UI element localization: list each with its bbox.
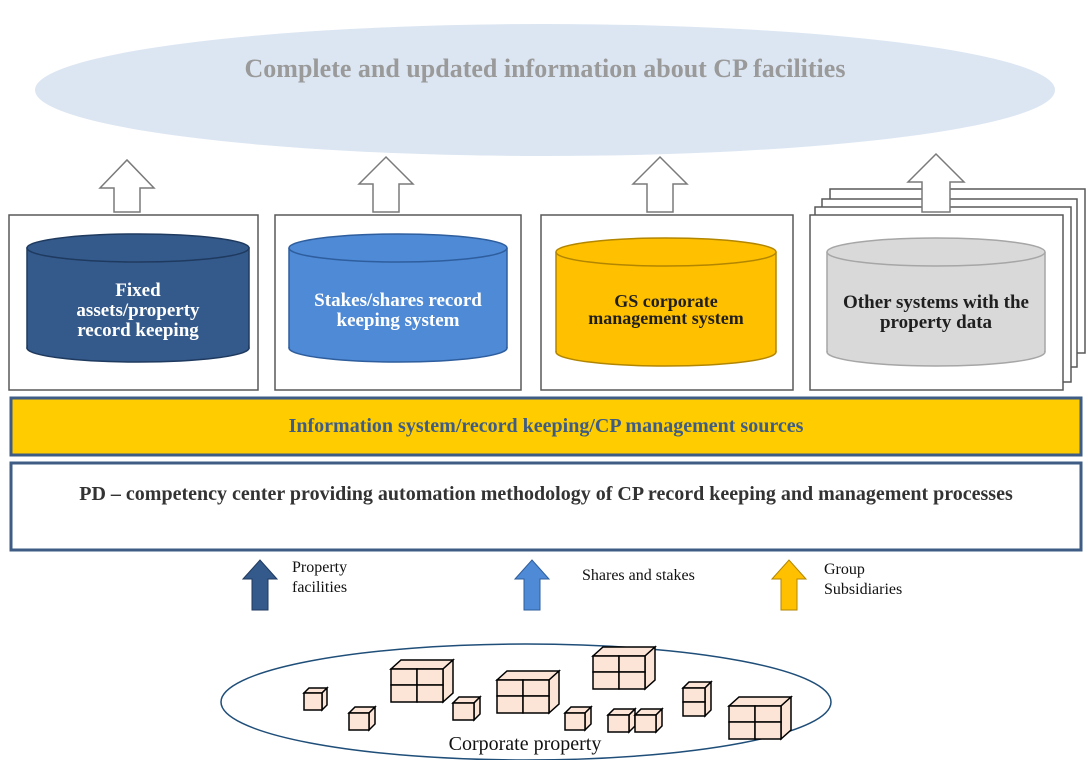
corporate-property-label: Corporate property [448,733,602,755]
database-cylinder-icon [555,237,777,367]
up-arrow-icon [98,158,156,213]
system-label-gs-corporate: GS corporate management system [588,291,744,328]
system-label-stakes-shares: Stakes/shares record keeping system [314,290,482,331]
pd-bar [9,461,1083,552]
property-cube-stack-icon [389,658,455,704]
pd-bar-label: PD – competency center providing automat… [79,483,1013,505]
up-arrow-icon [357,155,415,213]
flow-arrow-icon [241,559,279,611]
property-cube-icon [302,680,713,734]
flow-label-shares-stakes: Shares and stakes [582,567,695,584]
flow-arrow-icon [513,559,551,611]
property-cube-stack-icon [727,695,793,741]
sources-bar-label: Information system/record keeping/CP man… [288,415,804,437]
up-arrow-icon [631,155,689,213]
system-label-fixed-assets: Fixed assets/property record keeping [76,280,200,341]
database-cylinder-icon [26,233,250,363]
sources-bar [9,396,1083,457]
property-cube-stack-icon [495,669,561,715]
property-cube-stack-icon [591,645,657,691]
top-title: Complete and updated information about C… [244,54,846,83]
database-cylinder-icon [288,233,508,363]
system-label-other-systems: Other systems with the property data [843,292,1029,333]
flow-arrow-icon [770,559,808,611]
flow-label-group-subsidiaries: Group Subsidiaries [824,561,903,598]
up-arrow-icon [906,152,966,213]
flow-label-property-facilities: Property facilities [292,559,348,596]
database-cylinder-icon [826,237,1046,367]
top-ellipse [35,24,1055,156]
